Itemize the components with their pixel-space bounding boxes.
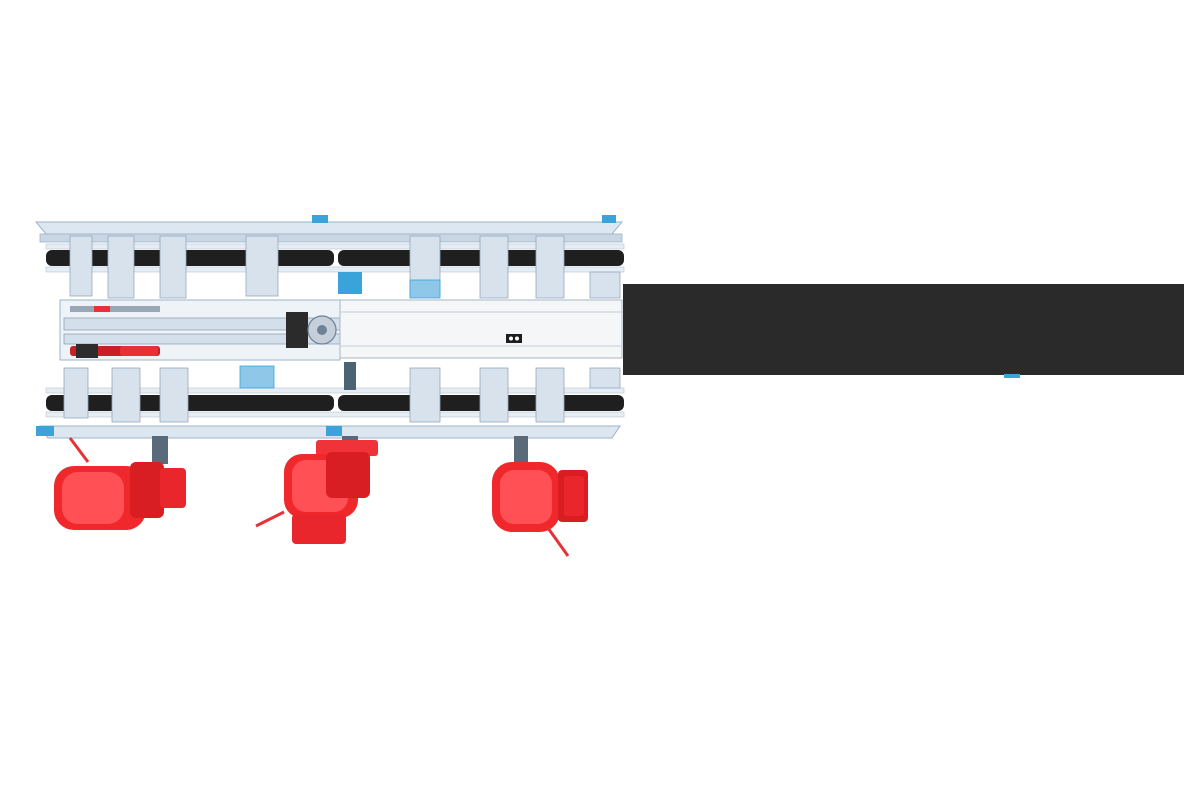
cylinder-fitting-red [94, 306, 110, 312]
motor-cable [68, 437, 90, 463]
drive-motor [54, 437, 186, 530]
motor-face [500, 470, 552, 524]
blue-tab [1004, 374, 1020, 378]
redaction-bar [623, 284, 1184, 375]
top-clamp-blue-right [602, 215, 616, 223]
drive-motor [492, 462, 588, 557]
top-clamp-blue [312, 215, 328, 223]
motor-cable [255, 510, 285, 528]
bottom-frame-rail [36, 425, 621, 439]
top-frame-rail [34, 215, 624, 243]
lower-brackets [63, 367, 621, 423]
gear-block [286, 312, 308, 348]
sensor-icon [506, 334, 522, 343]
motor-cable [546, 527, 570, 557]
motor-face [62, 472, 124, 524]
drive-shaft [344, 362, 356, 390]
pneumatic-cylinders [70, 306, 160, 358]
aluminum-profile [339, 299, 623, 359]
blue-coupling [338, 272, 362, 294]
conveyor-belt [46, 395, 334, 411]
bottom-clamp-blue [36, 426, 54, 436]
bottom-clamp-blue-mid [326, 426, 342, 436]
motor-shafts [152, 436, 528, 466]
drive-motor [255, 440, 378, 544]
blue-mount [239, 365, 275, 389]
